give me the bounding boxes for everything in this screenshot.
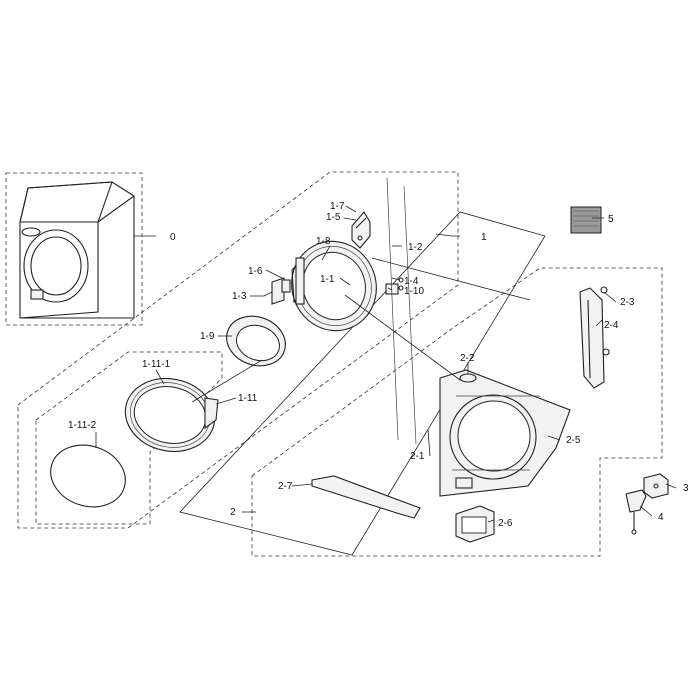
- hinge-block: [643, 473, 669, 499]
- door-glass: [50, 444, 126, 508]
- hinge-bracket: [351, 211, 371, 249]
- front-panel-group-boundary: [251, 267, 663, 557]
- door-latch: [271, 277, 291, 305]
- door-assembly-group-boundary: [17, 171, 459, 529]
- dryer-unit-box: [5, 172, 143, 326]
- callout-2-6: 2-6: [498, 518, 513, 529]
- bottom-trim-strip: [311, 475, 421, 519]
- door-frame-ring: [291, 240, 377, 332]
- callout-2-7: 2-7: [278, 481, 293, 492]
- screw-guide-line: [386, 177, 399, 441]
- front-panel: [439, 369, 571, 497]
- assembly-guide-line: [191, 359, 263, 403]
- callout-1-10: 1-10: [404, 286, 424, 297]
- callout-1-2: 1-2: [408, 242, 423, 253]
- callout-3: 3: [683, 483, 689, 494]
- assembly-guide-line: [371, 257, 531, 301]
- door-glass-group-boundary: [35, 351, 223, 525]
- callout-2-3: 2-3: [620, 297, 635, 308]
- callout-1-11-1: 1-11-1: [142, 359, 171, 370]
- outer-door-ring: [124, 378, 219, 452]
- callout-1: 1: [481, 232, 487, 243]
- filter-pad: [570, 206, 602, 234]
- callout-5: 5: [608, 214, 614, 225]
- leader-lines: [95, 205, 677, 523]
- callout-2-1: 2-1: [410, 451, 425, 462]
- front-panel-clip: [459, 373, 477, 383]
- dryer-unit: [5, 172, 143, 326]
- hinge-pin-assembly: [625, 489, 647, 535]
- callout-1-11: 1-11: [238, 393, 258, 404]
- callout-1-11-2: 1-11-2: [68, 420, 97, 431]
- callout-1-7: 1-7: [330, 201, 345, 212]
- callout-2-4: 2-4: [604, 320, 619, 331]
- callout-4: 4: [658, 512, 664, 523]
- callout-0: 0: [170, 232, 176, 243]
- callout-1-4: 1-4: [404, 276, 419, 287]
- callout-1-6: 1-6: [248, 266, 263, 277]
- callout-2-2: 2-2: [460, 353, 475, 364]
- callout-2: 2: [230, 507, 236, 518]
- callout-1-5: 1-5: [326, 212, 341, 223]
- callout-1-9: 1-9: [200, 331, 215, 342]
- inner-door-trim: [226, 315, 286, 367]
- callout-1-1: 1-1: [320, 274, 335, 285]
- callout-2-5: 2-5: [566, 435, 581, 446]
- small-hinge: [385, 277, 404, 295]
- screw-guide-line: [403, 185, 417, 445]
- callout-1-8: 1-8: [316, 236, 331, 247]
- assembly-guide-line: [344, 294, 461, 381]
- callout-1-3: 1-3: [232, 291, 247, 302]
- service-cover: [455, 505, 495, 543]
- side-bracket: [579, 286, 610, 389]
